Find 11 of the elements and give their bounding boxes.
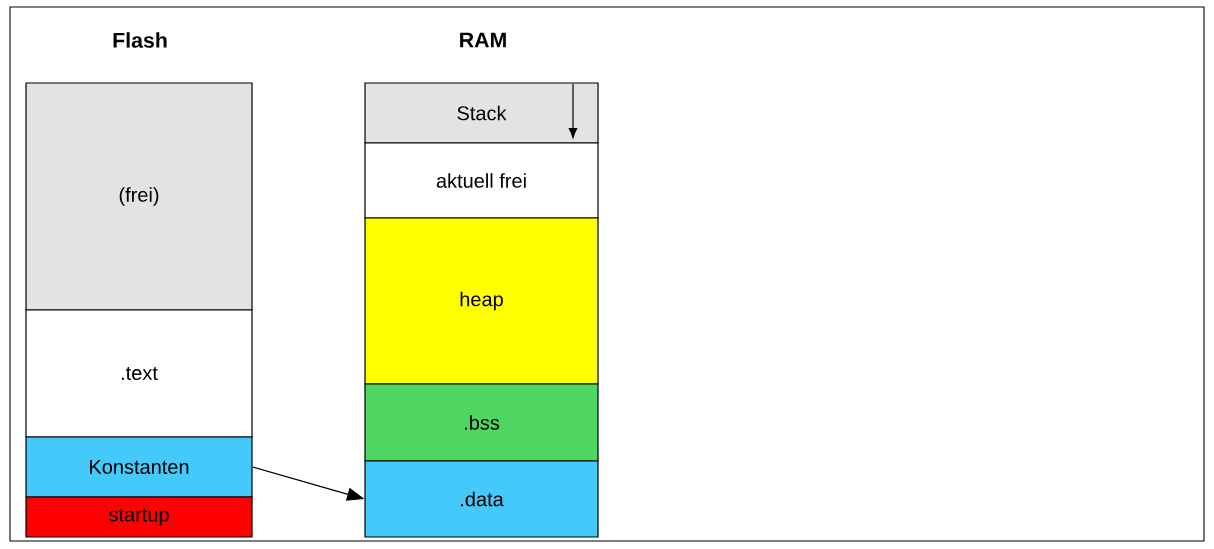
memory-segment: .bss [364,383,599,462]
memory-segment: .data [364,460,599,538]
column-heading: RAM [460,32,506,48]
memory-segment: Konstanten [25,436,253,498]
memory-segment: heap [364,217,599,385]
memory-segment: aktuell frei [364,142,599,219]
memory-segment: Stack [364,82,599,144]
column-heading: Flash [113,32,167,48]
memory-segment: startup [25,496,253,538]
memory-segment: .text [25,309,253,438]
memory-segment: (frei) [25,82,253,311]
